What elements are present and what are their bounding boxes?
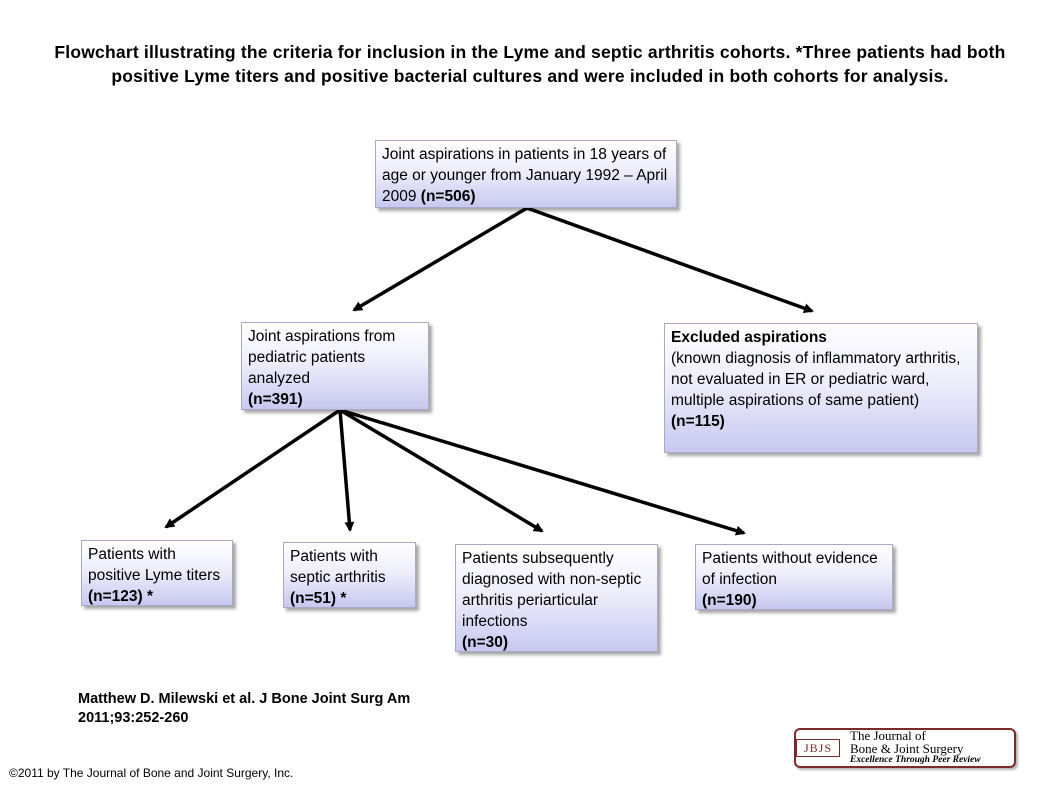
logo-name-line: Bone & Joint Surgery [850, 741, 964, 756]
logo-name: The Journal of Bone & Joint Surgery [850, 729, 964, 755]
arrow-analyzed-to-noinfection [339, 408, 746, 536]
box-line: pediatric patients [248, 349, 366, 366]
journal-logo: JBJS The Journal of Bone & Joint Surgery… [790, 726, 1018, 770]
copyright-notice: ©2011 by The Journal of Bone and Joint S… [9, 766, 294, 780]
logo-name-line: The Journal of [850, 728, 926, 743]
arrow-analyzed-to-nonseptic [339, 408, 544, 533]
box-count: (n=391) [248, 391, 303, 408]
box-text: Patients subsequently diagnosed with non… [462, 550, 642, 630]
box-count: (n=115) [671, 413, 725, 430]
box-text: Patients with septic arthritis [290, 548, 386, 586]
box-analyzed: Joint aspirations from pediatric patient… [241, 322, 429, 410]
logo-mark: JBJS [796, 739, 840, 757]
figure-title: Flowchart illustrating the criteria for … [54, 42, 1006, 86]
box-text: Patients without evidence of infection [702, 550, 878, 588]
box-septic-arthritis: Patients with septic arthritis (n=51) * [283, 542, 416, 608]
box-count: (n=123) * [88, 588, 154, 605]
box-count: (n=506) [420, 188, 476, 205]
arrow-analyzed-to-septic [338, 409, 355, 532]
box-count: (n=190) [702, 592, 757, 609]
box-line: Joint aspirations from [248, 328, 396, 345]
box-positive-lyme: Patients with positive Lyme titers (n=12… [81, 540, 233, 606]
box-joint-aspirations-total: Joint aspirations in patients in 18 year… [375, 140, 677, 208]
box-no-infection: Patients without evidence of infection (… [695, 544, 893, 610]
box-text: (known diagnosis of inflammatory arthrit… [671, 350, 961, 409]
box-count: (n=30) [462, 634, 509, 651]
arrow-root-to-analyzed [352, 206, 528, 312]
logo-tagline: Excellence Through Peer Review [850, 755, 981, 765]
box-count: (n=51) * [290, 590, 347, 607]
logo-frame [794, 728, 1016, 768]
citation-line: Matthew D. Milewski et al. J Bone Joint … [78, 691, 411, 707]
box-line: analyzed [248, 370, 311, 387]
box-non-septic: Patients subsequently diagnosed with non… [455, 544, 658, 652]
citation: Matthew D. Milewski et al. J Bone Joint … [78, 690, 410, 728]
citation-line: 2011;93:252-260 [78, 710, 189, 726]
box-text: Patients with positive Lyme titers [88, 546, 221, 584]
arrow-root-to-excluded [526, 206, 814, 313]
box-excluded: Excluded aspirations (known diagnosis of… [664, 323, 978, 453]
box-heading: Excluded aspirations [671, 329, 827, 346]
box-text: Joint aspirations in patients in 18 year… [382, 146, 668, 205]
arrow-analyzed-to-lyme [164, 408, 341, 529]
